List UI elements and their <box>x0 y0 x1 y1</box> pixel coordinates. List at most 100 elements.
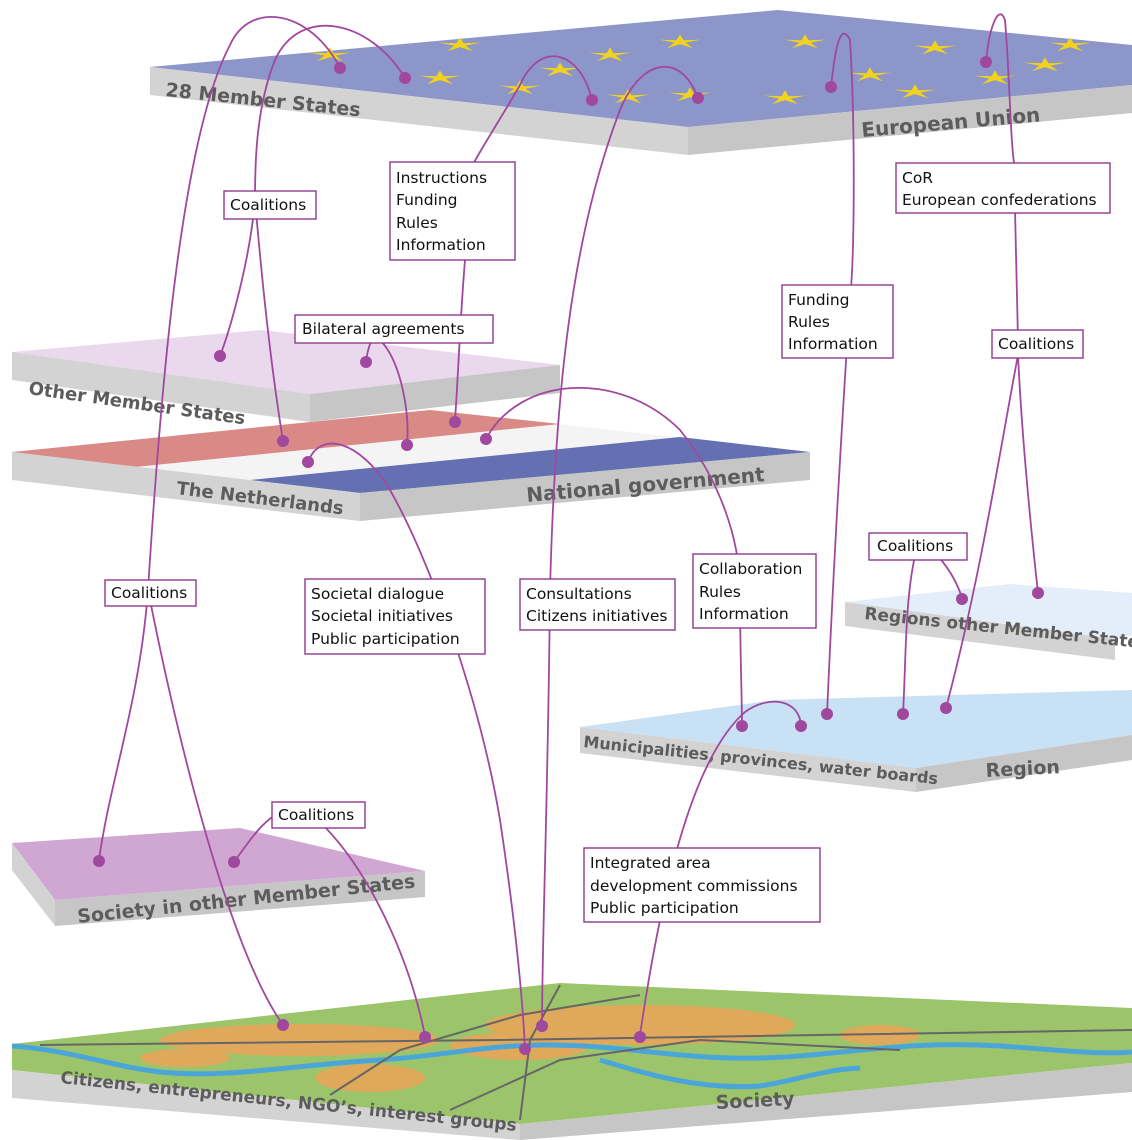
dot <box>825 81 837 93</box>
box-line: Coalitions <box>998 335 1074 353</box>
box-line: Coalitions <box>111 584 187 602</box>
star-icon <box>849 67 891 82</box>
connector-coalitions-region <box>945 354 1019 709</box>
connector-coalitions-society-left <box>149 599 284 1026</box>
box-line: development commissions <box>590 877 798 895</box>
dot <box>302 456 314 468</box>
star-icon <box>1049 37 1091 52</box>
connector-coalitions-society <box>317 819 426 1037</box>
star-icon <box>669 87 711 102</box>
connection-dots <box>93 56 1044 1055</box>
dot <box>1032 587 1044 599</box>
layer-label-society: Society <box>715 1088 796 1114</box>
layer-label-region: Region <box>985 756 1060 782</box>
star-icon <box>539 62 581 77</box>
connector-eu-consultations <box>541 65 699 1027</box>
connector-region-integrated <box>639 700 802 1036</box>
box-line: Public participation <box>590 899 739 917</box>
box-funding: Funding Rules Information <box>781 284 894 359</box>
dot <box>821 708 833 720</box>
box-line: Consultations <box>526 585 632 603</box>
box-coalitions-society-left: Coalitions <box>104 579 197 607</box>
box-coalitions-regions: Coalitions <box>868 532 968 561</box>
society-other-member-states-plane: Society in other Member States <box>12 828 425 928</box>
box-line: Coalitions <box>230 196 306 214</box>
star-icon <box>439 37 481 52</box>
map-roads <box>39 984 1132 1121</box>
dot <box>692 92 704 104</box>
dot <box>519 1043 531 1055</box>
dot <box>795 720 807 732</box>
connector-bilateral-nl <box>379 339 409 446</box>
dot <box>93 855 105 867</box>
dot <box>897 708 909 720</box>
connector-coalitions-regions-other <box>1017 354 1039 594</box>
dot <box>956 593 968 605</box>
dot <box>536 1020 548 1032</box>
box-societal-dialogue: Societal dialogue Societal initiatives P… <box>304 578 486 655</box>
box-line: Bilateral agreements <box>302 320 465 338</box>
eu-stars <box>309 34 1091 105</box>
box-line: Rules <box>396 214 438 232</box>
connector-nl-societal <box>307 442 526 1049</box>
connector-eu-funding <box>826 32 855 715</box>
star-icon <box>1024 57 1066 72</box>
eu-plane: 28 Member States European Union <box>150 10 1132 155</box>
box-bilateral-agreements: Bilateral agreements <box>294 314 494 344</box>
box-collaboration: Collaboration Rules Information <box>692 553 817 629</box>
box-instructions: Instructions Funding Rules Information <box>389 161 516 261</box>
map-urban-areas <box>140 1005 920 1092</box>
dot <box>277 435 289 447</box>
star-icon <box>419 70 461 85</box>
box-line: CoR <box>902 169 933 187</box>
box-line: Rules <box>699 583 741 601</box>
dot <box>214 350 226 362</box>
box-line: European confederations <box>902 191 1097 209</box>
dot <box>277 1019 289 1031</box>
other-member-states-plane: Other Member States <box>12 330 560 429</box>
dot <box>399 72 411 84</box>
connector-instructions-top <box>469 55 593 171</box>
connector-instructions-bottom <box>454 259 466 421</box>
dot <box>401 439 413 451</box>
box-line: Citizens initiatives <box>526 607 668 625</box>
box-coalitions-eu: Coalitions <box>223 190 317 220</box>
box-line: Information <box>788 335 878 353</box>
star-icon <box>589 47 631 62</box>
dot <box>736 720 748 732</box>
star-icon <box>974 70 1016 85</box>
box-line: Funding <box>788 291 850 309</box>
star-icon <box>499 80 541 95</box>
connector-eu-cor <box>985 13 1016 171</box>
connector-region-coalitions-a <box>902 555 916 715</box>
dot <box>480 433 492 445</box>
netherlands-plane: The Netherlands National government <box>12 410 810 521</box>
box-coalitions-society-other: Coalitions <box>271 801 366 829</box>
dot <box>334 62 346 74</box>
box-line: Societal dialogue <box>311 585 444 603</box>
box-line: Coalitions <box>278 806 354 824</box>
box-line: Information <box>396 236 486 254</box>
connector-eu-coalition-right <box>219 24 406 357</box>
star-icon <box>784 34 826 49</box>
box-line: Information <box>699 605 789 623</box>
star-icon <box>764 90 806 105</box>
dot <box>419 1031 431 1043</box>
map-rivers <box>11 1042 1132 1090</box>
box-line: Integrated area <box>590 854 711 872</box>
star-icon <box>309 47 351 62</box>
box-line: Funding <box>396 191 458 209</box>
box-cor: CoR European confederations <box>895 162 1111 214</box>
connector-nl-collaboration <box>485 386 743 726</box>
connector-eu-coalition-left <box>98 16 341 861</box>
box-consultations: Consultations Citizens initiatives <box>519 578 676 631</box>
connector-cor-coalitions <box>1014 209 1019 341</box>
region-plane: Municipalities, provinces, water boards … <box>580 690 1132 792</box>
dot <box>586 94 598 106</box>
regions-other-member-states-plane: Regions other Member States <box>845 584 1132 660</box>
box-coalitions-region: Coalitions <box>991 329 1084 359</box>
box-line: Coalitions <box>877 537 953 555</box>
star-icon <box>914 40 956 55</box>
box-line: Societal initiatives <box>311 607 453 625</box>
